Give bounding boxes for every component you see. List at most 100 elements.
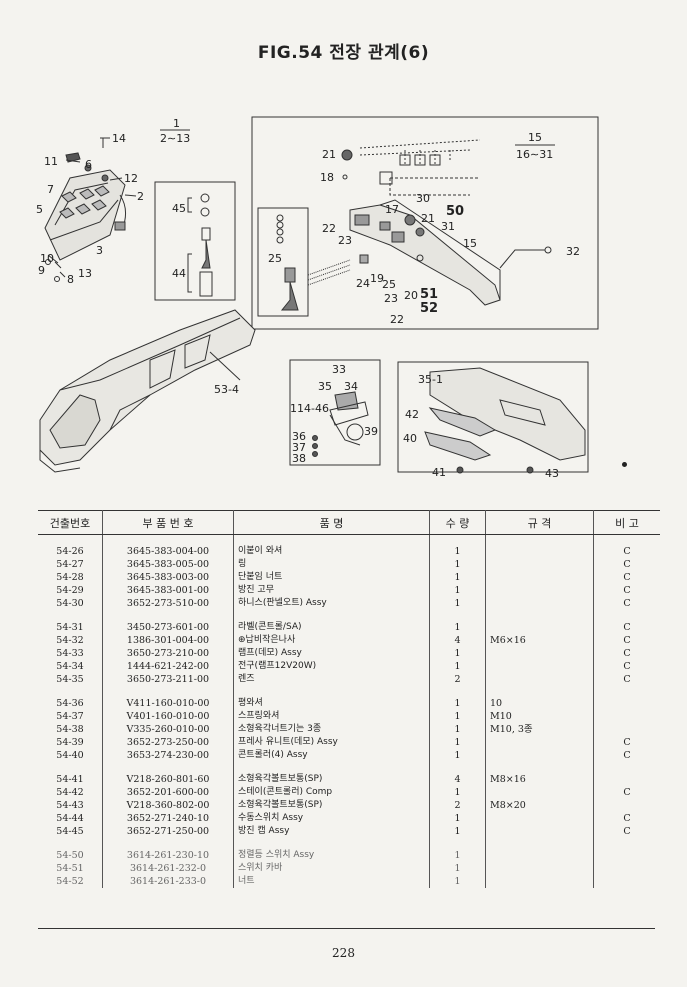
callout-42: 42 (405, 408, 419, 421)
spacer-cell (429, 762, 486, 773)
cell-part-no: 1386-301-004-00 (102, 634, 234, 647)
callout-37: 37 (292, 441, 306, 454)
callout-51: 51 (420, 287, 438, 302)
spacer-cell (485, 610, 594, 621)
cell-part-no: 3652-201-600-00 (102, 786, 234, 799)
cell-spec (485, 849, 594, 862)
cell-part-no: 1444-621-242-00 (102, 660, 234, 673)
callout-2: 2 (137, 190, 144, 203)
callout-1: 1 (173, 117, 180, 130)
cell-part-no: V411-160-010-00 (102, 697, 234, 710)
header-quantity: 수 량 (429, 510, 486, 535)
cell-part-no: 3652-271-250-00 (102, 825, 234, 838)
cell-remarks: C (623, 546, 631, 557)
switch-assembly-drawing (187, 193, 213, 297)
cell-part-name: 평와셔 (233, 697, 430, 710)
cell-remarks: C (623, 648, 631, 659)
callout-25: 25 (268, 252, 282, 265)
callout-9: 9 (38, 264, 45, 277)
bottom-rule (38, 928, 655, 929)
cell-remarks: C (623, 622, 631, 633)
callout-12: 12 (124, 172, 138, 185)
callout-31: 31 (441, 220, 455, 233)
cell-part-name: 렌즈 (233, 673, 430, 686)
cell-quantity: 1 (429, 534, 486, 558)
cell-part-name: 라벨(콘트롤/SA) (233, 621, 430, 634)
cell-part-no: 3614-261-232-0 (102, 862, 234, 875)
cell-item-no: 54-37 (38, 710, 103, 723)
callout-24: 24 (356, 277, 370, 290)
control-box-drawing (44, 137, 137, 282)
cell-item-no: 54-41 (38, 773, 103, 786)
callout-10: 10 (40, 252, 54, 265)
cell-quantity: 1 (429, 849, 486, 862)
cell-remarks: C (623, 787, 631, 798)
callout-8: 8 (67, 273, 74, 286)
spacer-cell (429, 686, 486, 697)
callout-35-1: 35-1 (418, 373, 443, 386)
cell-item-no: 54-50 (38, 849, 103, 862)
spacer-cell (38, 838, 103, 849)
cell-quantity: 1 (429, 825, 486, 838)
cell-part-name: 하니스(판넬오트) Assy (233, 597, 430, 610)
callout-22b: 22 (390, 313, 404, 326)
cell-quantity: 4 (429, 634, 486, 647)
bracket-detail-drawing (424, 367, 586, 474)
cell-spec: M8×20 (485, 799, 594, 812)
cell-part-no: 3614-261-233-0 (102, 875, 234, 888)
cell-remarks: C (623, 572, 631, 583)
cell-part-name: 스위치 카바 (233, 862, 430, 875)
cell-remarks (594, 723, 661, 736)
spacer-cell (429, 610, 486, 621)
cell-remarks: C (623, 598, 631, 609)
table-row-spacer (38, 838, 660, 849)
spacer-cell (38, 610, 103, 621)
cell-remarks (594, 799, 661, 812)
spacer-cell (594, 762, 661, 773)
cell-spec (485, 749, 594, 762)
cell-remarks: C (623, 737, 631, 748)
callout-34: 34 (344, 380, 358, 393)
cell-remarks (594, 849, 661, 862)
cell-spec: M10, 3종 (485, 723, 594, 736)
cell-part-name: 링 (233, 558, 430, 571)
cell-remarks (594, 862, 661, 875)
cell-part-no: V335-260-010-00 (102, 723, 234, 736)
cell-item-no: 54-52 (38, 875, 103, 888)
cell-remarks: C (623, 750, 631, 761)
callout-23: 23 (338, 234, 352, 247)
callout-5: 5 (36, 203, 43, 216)
cell-part-name: 램프(데모) Assy (233, 647, 430, 660)
callout-25b: 25 (382, 278, 396, 291)
switch-assembly-frame (154, 181, 236, 301)
callout-52: 52 (420, 301, 438, 316)
cell-part-no: V401-160-010-00 (102, 710, 234, 723)
cell-spec (485, 558, 594, 571)
cell-spec: M10 (485, 710, 594, 723)
cell-part-name: 소형육각볼트보통(SP) (233, 799, 430, 812)
cell-spec: M8×16 (485, 773, 594, 786)
cell-item-no: 54-42 (38, 786, 103, 799)
cell-quantity: 1 (429, 621, 486, 634)
cell-part-name: 방진 캡 Assy (233, 825, 430, 838)
cell-quantity: 1 (429, 749, 486, 762)
cell-part-no: 3653-274-230-00 (102, 749, 234, 762)
cell-quantity: 2 (429, 799, 486, 812)
cell-part-no: 3650-273-210-00 (102, 647, 234, 660)
table-row-spacer (38, 686, 660, 697)
spacer-cell (102, 610, 234, 621)
cell-quantity: 1 (429, 597, 486, 610)
cell-spec: 10 (485, 697, 594, 710)
cell-item-no: 54-44 (38, 812, 103, 825)
cell-item-no: 54-27 (38, 558, 103, 571)
lamp-detail-frame (289, 359, 381, 466)
cell-quantity: 1 (429, 723, 486, 736)
